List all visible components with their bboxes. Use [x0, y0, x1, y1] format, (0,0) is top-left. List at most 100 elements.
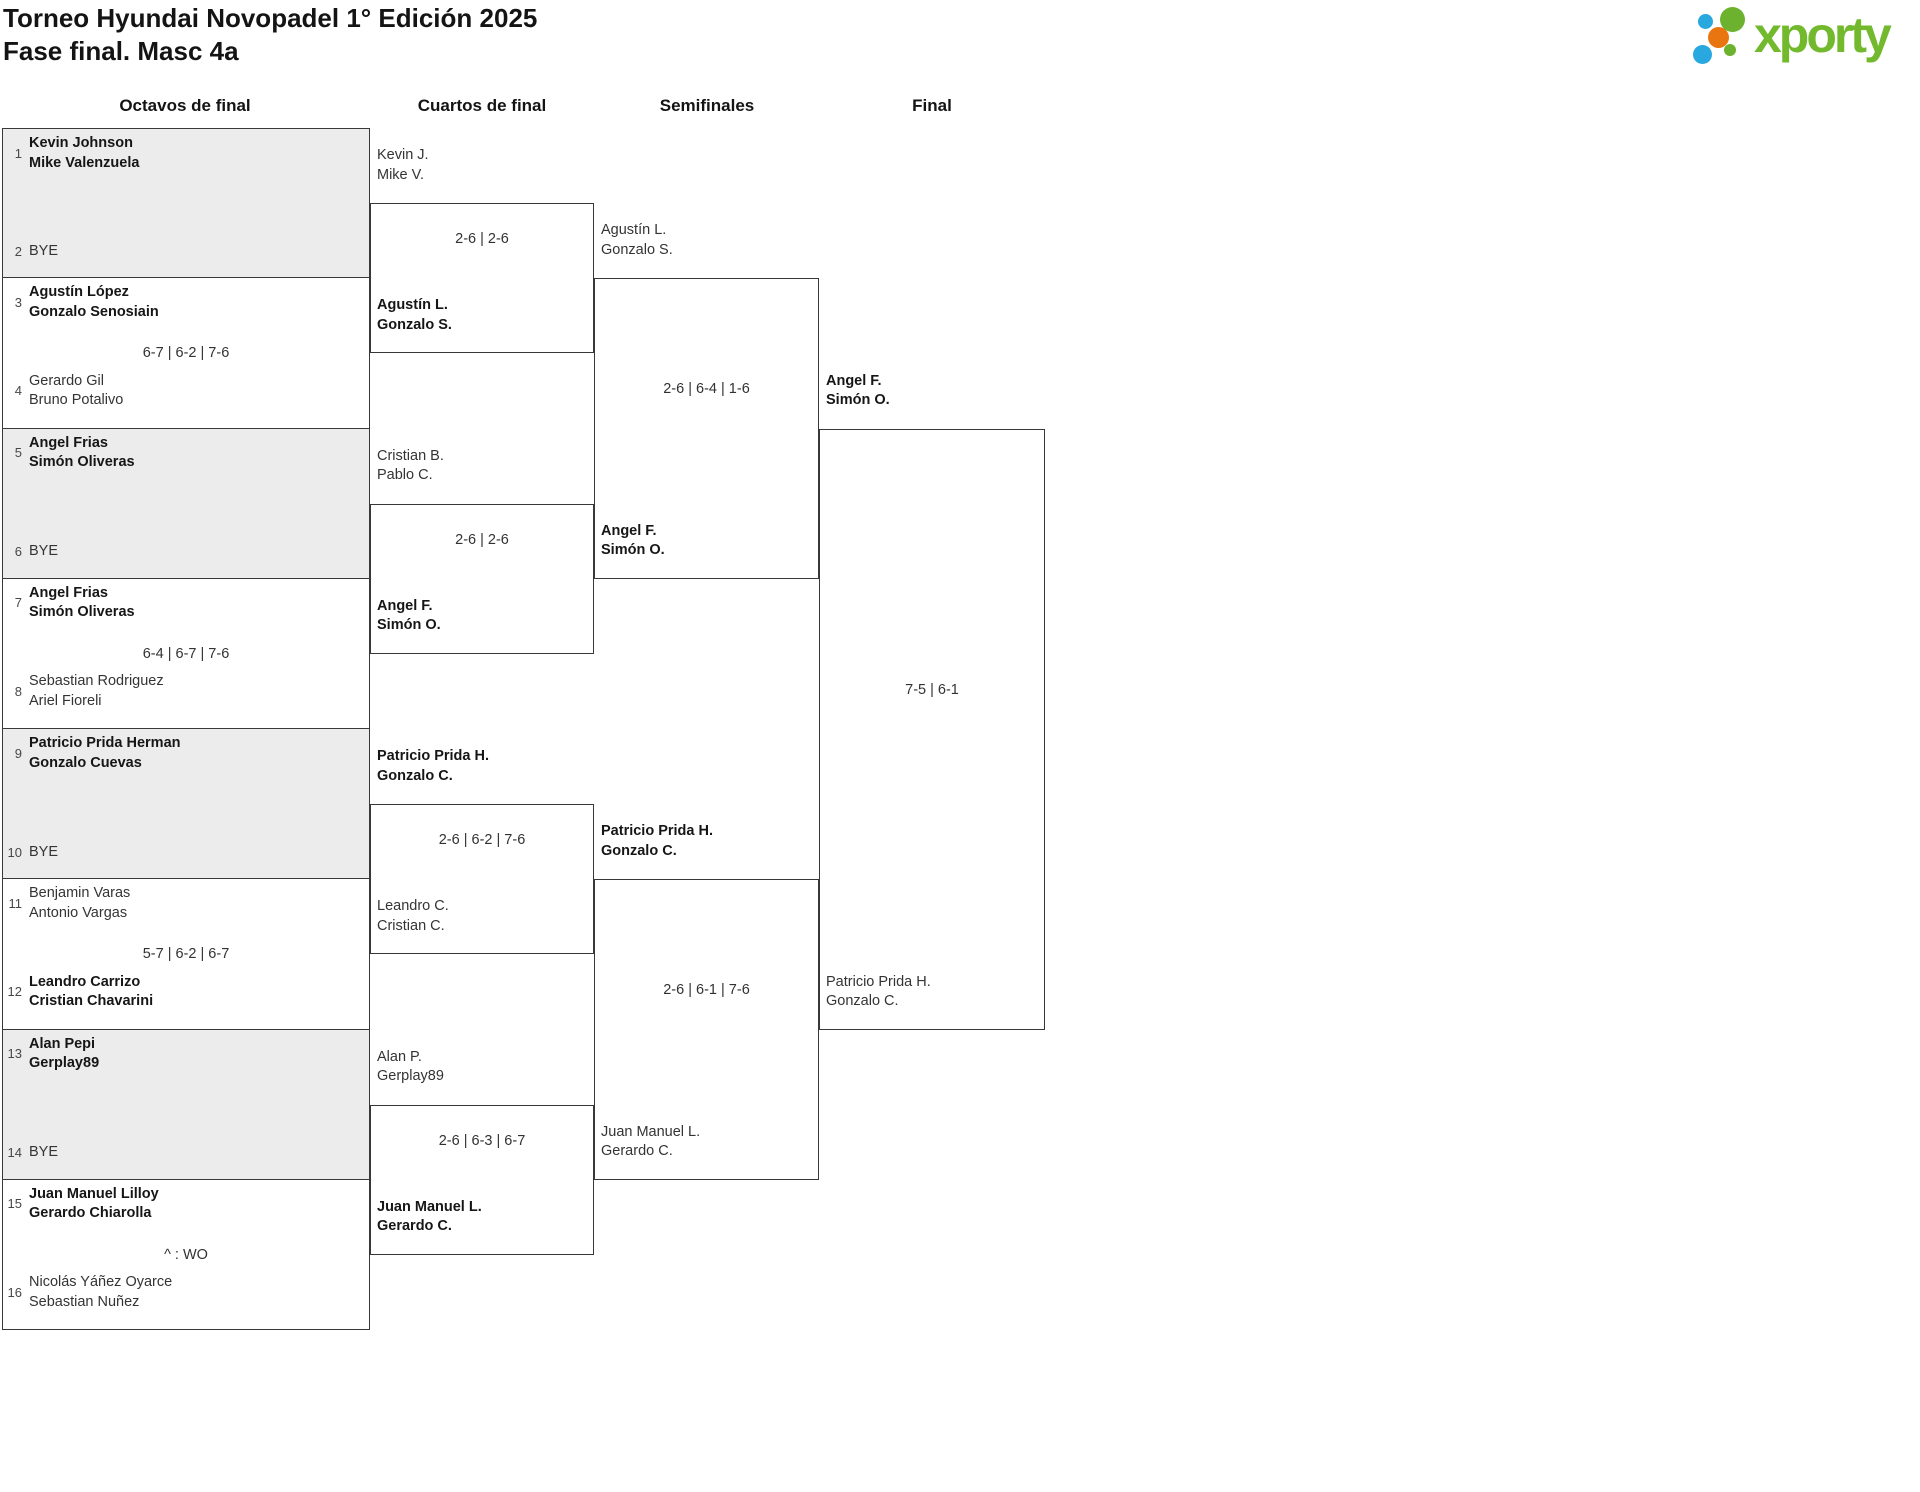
seed-number: 7 — [14, 595, 22, 611]
match-score: 2-6 | 6-1 | 7-6 — [663, 982, 750, 999]
seed-number: 11 — [8, 895, 23, 911]
advancing-team-label: Patricio Prida H.Gonzalo C. — [377, 747, 489, 786]
advancing-team-label: Cristian B.Pablo C. — [377, 447, 444, 486]
match-score: 7-5 | 6-1 — [905, 682, 959, 698]
team-name-line: Gonzalo C. — [826, 993, 899, 1009]
page-header: Torneo Hyundai Novopadel 1° Edición 2025… — [3, 2, 537, 68]
team-name-line: Bruno Potalivo — [29, 392, 124, 408]
team-name-line: Angel Frias — [29, 434, 108, 451]
team-name-line: Angel Frias — [29, 584, 108, 601]
match-score: 2-6 | 2-6 — [455, 531, 509, 548]
team-name-line: Sebastian Rodriguez — [29, 673, 164, 689]
team-name-line: Gonzalo Senosiain — [29, 303, 159, 320]
team-name-line: Gonzalo C. — [377, 767, 453, 784]
quarterfinals-match-box — [370, 503, 594, 654]
team-name-line: Angel F. — [377, 597, 433, 614]
advancing-team-label: Patricio Prida H.Gonzalo C. — [826, 973, 931, 1012]
advancing-team-label: Juan Manuel L. Gerardo C. — [601, 1123, 700, 1162]
advancing-team-label: Kevin J.Mike V. — [377, 146, 429, 185]
logo-dot-blue-large — [1693, 45, 1712, 64]
final-match-box — [819, 428, 1045, 1030]
team-name-line: Patricio Prida H. — [601, 823, 714, 840]
seed-number: 16 — [7, 1284, 22, 1300]
team-name-line: Alan P. — [377, 1048, 422, 1065]
advancing-team-label: Angel F. Simón O. — [377, 597, 441, 636]
logo-dot-green-small — [1724, 44, 1736, 56]
seed-number: 15 — [7, 1196, 22, 1212]
team-name-line: Mike Valenzuela — [29, 154, 140, 171]
seed-number: 5 — [14, 445, 22, 460]
team-name-line: Nicolás Yáñez Oyarce — [29, 1274, 173, 1290]
match-score: 6-4 | 6-7 | 7-6 — [142, 645, 230, 662]
team-names: BYE — [29, 1143, 369, 1163]
team-name-line: Leandro Carrizo — [29, 973, 141, 990]
seed-number: 9 — [14, 745, 22, 761]
team-name-line: BYE — [29, 1144, 59, 1161]
team-name-line: Simón O. — [377, 617, 441, 634]
match-score: 2-6 | 6-2 | 7-6 — [438, 832, 526, 849]
team-name-line: Gerardo C. — [377, 1218, 452, 1235]
advancing-team-label: Agustín L.Gonzalo S. — [601, 221, 673, 260]
semifinals-match-box — [594, 278, 819, 579]
seed-number: 8 — [14, 683, 22, 699]
bracket-slot-bottom: 14 BYE — [3, 1143, 369, 1163]
seed-number: 3 — [14, 294, 22, 310]
team-name-line: Benjamin Varas — [29, 885, 131, 902]
team-name-line: Gerardo C. — [601, 1143, 673, 1160]
team-name-line: Sebastian Nuñez — [29, 1293, 140, 1310]
team-name-line: Gerardo Gil — [29, 372, 104, 389]
match-score: 6-7 | 6-2 | 7-6 — [142, 345, 230, 362]
team-name-line: Gonzalo S. — [601, 241, 673, 258]
logo-wordmark: xporty — [1754, 7, 1892, 63]
team-name-line: Patricio Prida Herman — [29, 735, 181, 751]
tournament-title: Torneo Hyundai Novopadel 1° Edición 2025 — [3, 3, 538, 33]
advancing-team-label: Patricio Prida H.Gonzalo C. — [601, 822, 713, 861]
quarterfinals-match-box — [370, 203, 594, 354]
team-name-line: Cristian C. — [377, 917, 445, 934]
advancing-team-label: Angel F. Simón O. — [601, 522, 665, 561]
team-name-line: BYE — [29, 242, 59, 259]
bracket-slot-bottom: 2 BYE — [3, 242, 369, 262]
team-name-line: Juan Manuel L. — [601, 1123, 701, 1140]
team-name-line: Leandro C. — [377, 898, 449, 915]
round-header-octavos: Octavos de final — [119, 96, 251, 115]
round-header-cuartos: Cuartos de final — [417, 96, 547, 115]
logo-dot-orange — [1708, 27, 1729, 48]
team-name-line: Simón O. — [601, 542, 665, 559]
team-name-line: Gerplay89 — [377, 1068, 444, 1085]
team-name-line: Simón O. — [826, 392, 890, 408]
seed-number: 2 — [14, 243, 22, 259]
team-names: BYE — [29, 242, 369, 262]
semifinals-match-box — [594, 879, 819, 1180]
team-name-line: Mike V. — [377, 166, 425, 183]
team-name-line: Alan Pepi — [29, 1035, 96, 1052]
team-name-line: Ariel Fioreli — [29, 692, 102, 709]
seed-number: 14 — [7, 1145, 22, 1160]
advancing-team-label: Alan P. Gerplay89 — [377, 1048, 444, 1087]
team-names: BYE — [29, 843, 369, 863]
team-name-line: Angel F. — [601, 522, 657, 539]
team-name-line: Angel F. — [826, 372, 882, 389]
round-header-final: Final — [912, 96, 952, 115]
advancing-team-label: Leandro C. Cristian C. — [377, 897, 449, 936]
team-name-line: BYE — [29, 543, 59, 560]
